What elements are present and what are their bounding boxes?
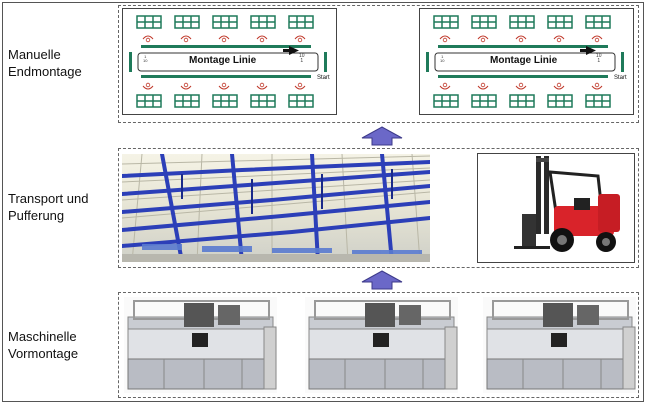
assembly-diagram-left	[129, 15, 327, 108]
endmontage-box	[118, 5, 639, 123]
montage-linie-label: Montage Linie	[189, 55, 257, 66]
overhead-conveyor-photo	[122, 154, 430, 262]
up-arrow-icon	[361, 270, 403, 290]
transport-box	[118, 148, 639, 268]
start-label: Start	[317, 75, 330, 81]
assembly-machine-photo	[305, 297, 458, 393]
forklift-photo	[477, 153, 635, 263]
montage-linie-label: Montage Linie	[490, 55, 558, 66]
start-label: Start	[614, 75, 627, 81]
assembly-machine-photo	[483, 297, 636, 393]
vormontage-box	[118, 292, 639, 398]
assembly-machine-photo	[124, 297, 277, 393]
assembly-diagram-right	[426, 15, 624, 108]
up-arrow-icon	[361, 126, 403, 146]
